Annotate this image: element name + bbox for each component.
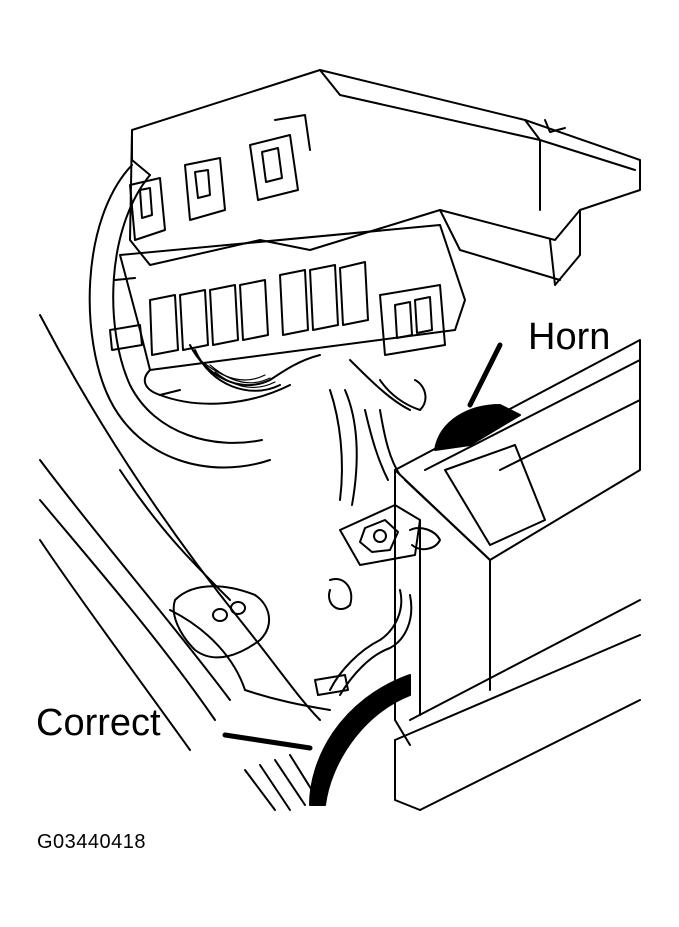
mounting-bracket — [174, 586, 269, 657]
figure-id: G03440418 — [37, 831, 147, 853]
horn-leader-line — [470, 345, 500, 405]
battery-case — [395, 340, 640, 810]
fender-panel-lines — [40, 315, 330, 810]
wire-harness — [145, 345, 426, 505]
harness-loop — [90, 165, 270, 468]
horn-label: Horn — [528, 316, 611, 358]
horn-shape — [435, 405, 520, 450]
relay-connectors-top — [130, 115, 310, 240]
correct-wire-routing — [315, 590, 411, 695]
correct-cable — [310, 675, 410, 805]
correct-label: Correct — [36, 702, 161, 744]
correct-leader-line — [225, 735, 310, 748]
relay-box — [130, 70, 640, 285]
ground-terminal — [329, 505, 440, 609]
